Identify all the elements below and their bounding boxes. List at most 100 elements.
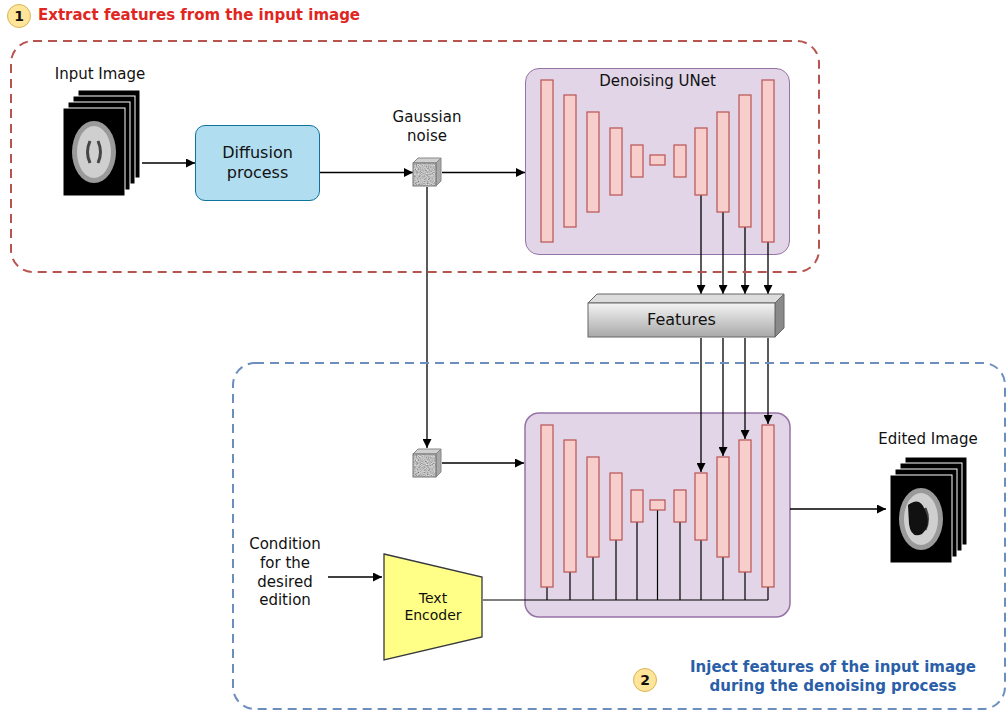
noise-texture (413, 454, 436, 477)
encoder-label: Text Encoder (397, 590, 469, 625)
feature-tap (722, 212, 723, 255)
noise-volume: Gaussian noise (383, 108, 471, 188)
mri-slice (890, 475, 952, 563)
unet-layer (564, 440, 576, 572)
image-heading: Input Image (45, 65, 155, 84)
arrow (442, 462, 524, 463)
condition-wire (615, 540, 616, 600)
block-face (588, 303, 775, 337)
brain (72, 121, 116, 183)
unet-layer (541, 425, 553, 587)
condition-label: Condition for the desired edition (243, 535, 327, 610)
noise-texture (413, 163, 436, 186)
unet-layer (610, 128, 622, 195)
unet-layer (674, 145, 686, 177)
feature-injection-arrow (700, 338, 701, 472)
region-heading: Extract features from the input image (38, 6, 478, 25)
feature-tap (767, 242, 768, 255)
image-stack: Input Image (45, 65, 155, 215)
unet-layer (739, 95, 751, 227)
feature-tap (700, 195, 701, 255)
cube-face (413, 454, 436, 477)
condition-wire (569, 572, 570, 600)
arrow-connector (700, 255, 701, 294)
unet-layer (631, 145, 643, 177)
unet-layer (564, 95, 576, 227)
cube-face (413, 163, 436, 186)
callout-number: 1 (14, 9, 24, 23)
condition-wire (722, 557, 723, 600)
unet-layer (717, 112, 729, 212)
arrow-connector (320, 172, 413, 173)
unet-layer (739, 440, 751, 572)
unet-layer (695, 128, 707, 195)
condition-wire (744, 572, 745, 600)
unet-layer (650, 500, 665, 510)
lesion (908, 501, 928, 535)
dashed-region: Inject features of the input image durin… (232, 362, 1006, 710)
unet-box: Denoising UNet (525, 68, 790, 255)
unet-layer (717, 457, 729, 557)
noise-cube (413, 158, 441, 186)
condition-wire (636, 522, 637, 600)
box-label: Diffusion process (203, 143, 313, 183)
process-box: Diffusion process (195, 125, 320, 201)
arrow-connector (744, 255, 745, 294)
unet-layer (541, 80, 553, 242)
arrow-connector (142, 162, 195, 163)
unet-layer (695, 473, 707, 540)
unet-layer (674, 490, 686, 522)
mri-stack (889, 456, 969, 566)
arrow (790, 508, 886, 509)
callout-circle: 1 (7, 4, 31, 28)
cube-face (413, 454, 436, 477)
ventricle (88, 141, 101, 163)
condition-wire (700, 540, 701, 600)
block-label: Features (647, 310, 716, 330)
label-holder: Condition for the desired edition (243, 535, 327, 610)
dashed-border (233, 363, 1005, 709)
noise-heading: Gaussian noise (383, 108, 471, 146)
feature-injection-arrow (767, 338, 768, 424)
arrow-connector (442, 172, 525, 173)
heading-holder: Inject features of the input image durin… (668, 658, 998, 696)
arrow-connector (722, 255, 723, 294)
arrow (328, 576, 382, 577)
unet-layer (762, 425, 774, 587)
feature-block: Features (588, 303, 775, 337)
condition-wire (679, 522, 680, 600)
brain (899, 488, 943, 550)
heading-holder: Extract features from the input image (38, 6, 478, 25)
brain (904, 493, 938, 545)
arrow-connector (767, 255, 768, 294)
condition-wire (483, 599, 768, 600)
feature-injection-arrow (722, 338, 723, 456)
callout-number: 2 (640, 673, 650, 687)
feature-tap (744, 227, 745, 255)
condition-wire (546, 587, 547, 600)
condition-wire (767, 587, 768, 600)
image-heading: Edited Image (868, 430, 988, 449)
noise-copy-arrow (426, 187, 427, 448)
dashed-border (11, 41, 819, 272)
unet-layer (650, 155, 665, 165)
callout-circle: 2 (633, 668, 657, 692)
cube-face (413, 163, 436, 186)
noise-cube (413, 158, 442, 187)
image-stack: Edited Image (868, 430, 988, 575)
block-face (775, 294, 784, 337)
encoder-trapezoid: Text Encoder (383, 553, 483, 661)
brain (77, 126, 111, 178)
unet-layer (587, 457, 599, 557)
unet-heading: Denoising UNet (526, 72, 789, 91)
unet-layers (525, 68, 790, 255)
block-face (588, 294, 784, 303)
dashed-region: Extract features from the input imageInp… (10, 40, 820, 273)
condition-wire (592, 557, 593, 600)
trapezoid-outline (384, 554, 482, 660)
mri-stack (62, 89, 142, 199)
